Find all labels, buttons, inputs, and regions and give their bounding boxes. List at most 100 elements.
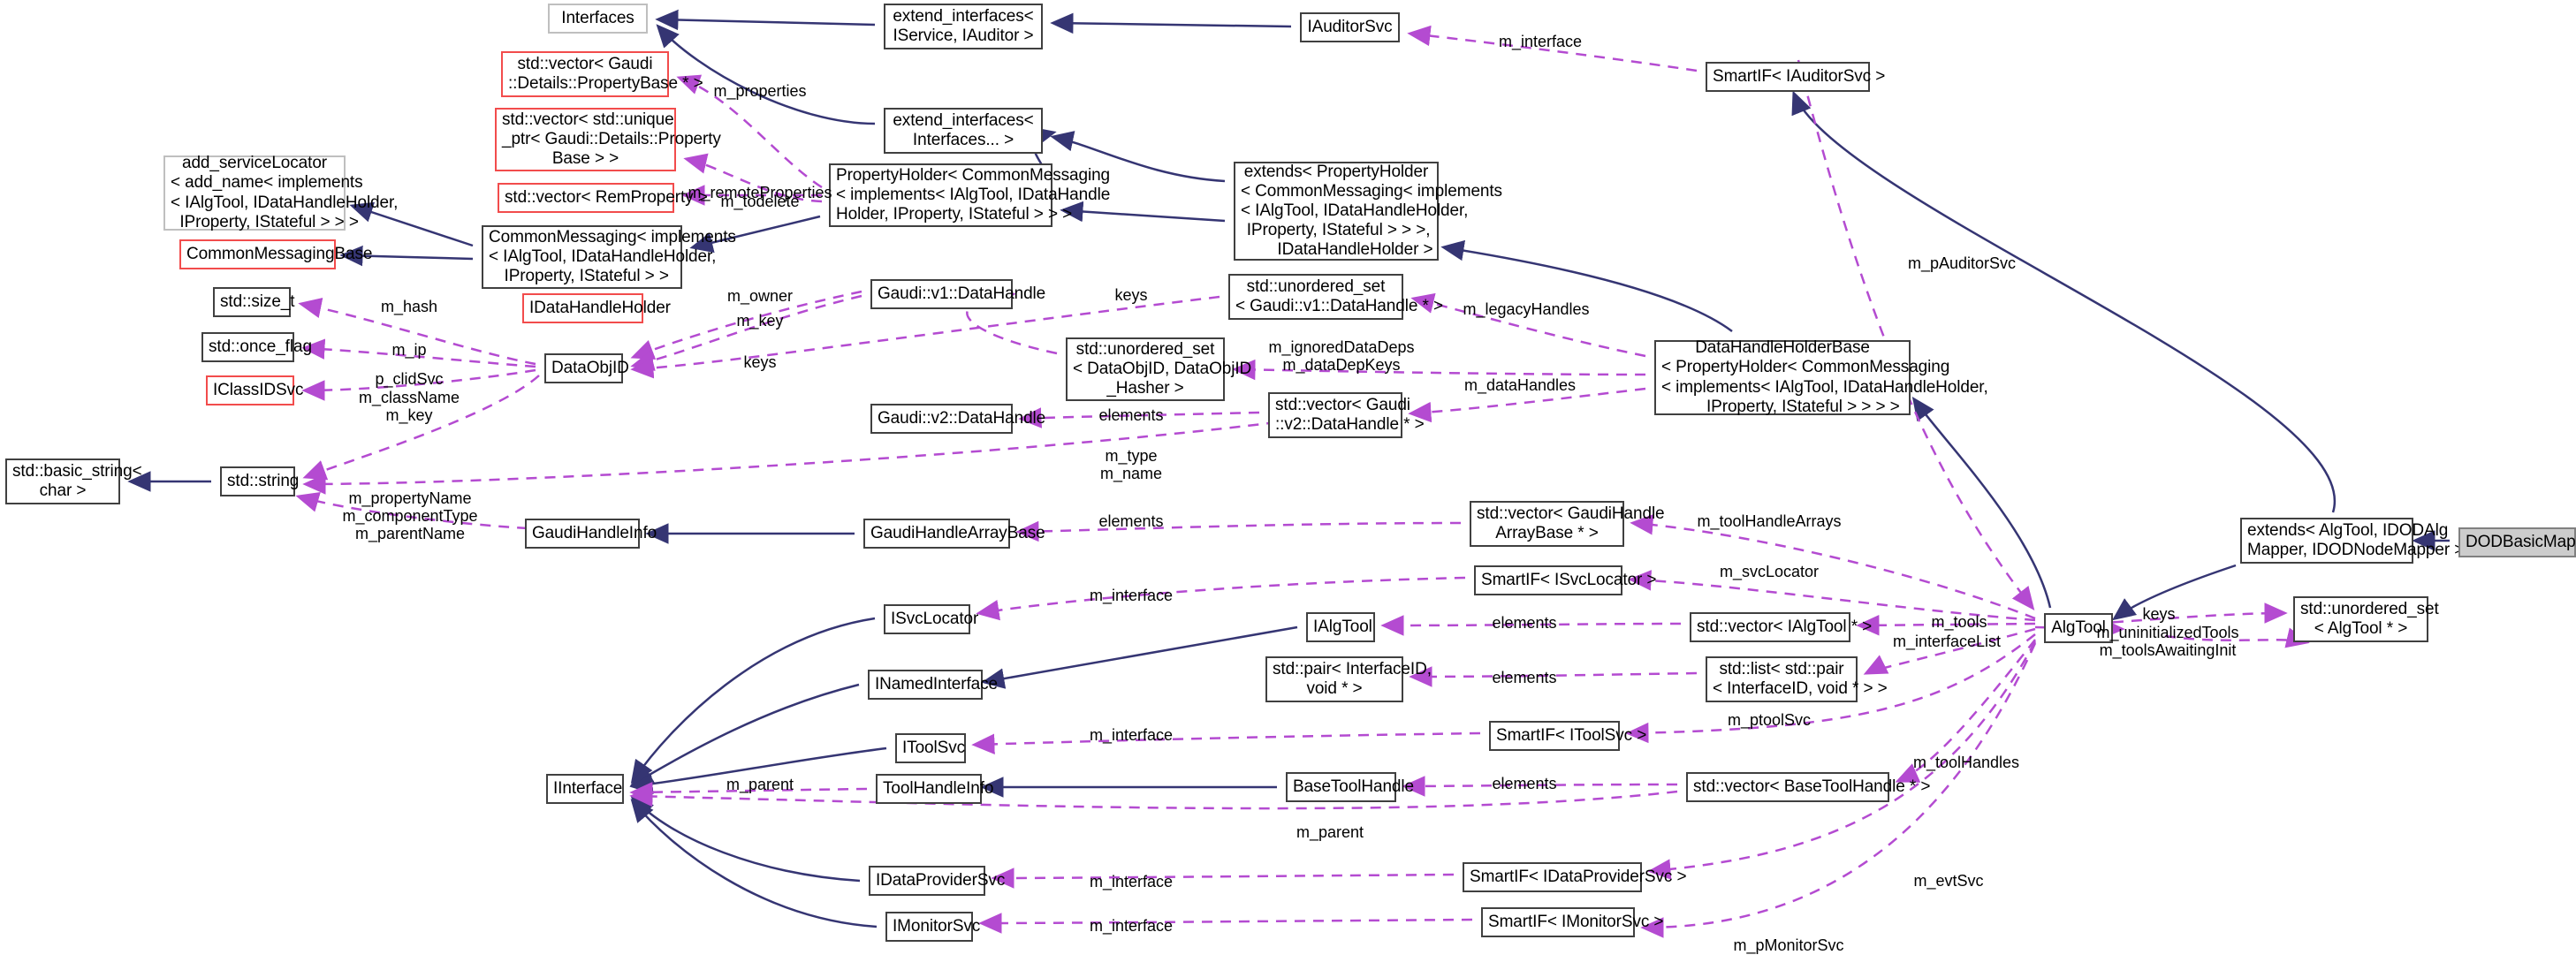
class-node-vec_ialgtool[interactable]: std::vector< IAlgTool * > [1690,612,1872,642]
class-node-extend_iservice[interactable]: extend_interfaces< IService, IAuditor > [884,4,1043,49]
class-node-label: IClassIDSvc [213,380,304,399]
class-node-smartif_isvclocator[interactable]: SmartIF< ISvcLocator > [1474,565,1657,595]
class-node-iclassidsvc[interactable]: IClassIDSvc [206,375,304,405]
class-node-basetoolhandle[interactable]: BaseToolHandle [1286,772,1414,802]
class-node-add_servicelocator[interactable]: add_serviceLocator < add_name< implement… [163,154,398,231]
class-node-label: extend_interfaces< IService, IAuditor > [893,6,1034,45]
class-node-label: std::vector< Gaudi ::v2::DataHandle * > [1275,395,1425,434]
edge-label-m_evtSvc: m_evtSvc [1913,872,1984,890]
class-node-label: std::unordered_set < DataObjID, DataObjI… [1073,339,1252,398]
class-node-label: CommonMessagingBase [186,244,373,263]
class-node-inamedinterface[interactable]: INamedInterface [868,670,998,700]
class-node-std_size_t[interactable]: std::size_t [213,287,295,317]
edge-label-m_pAuditorSvc: m_pAuditorSvc [1907,254,2017,272]
edge-label-m_legacyHandles: m_legacyHandles [1463,300,1590,318]
class-node-std_basic_string[interactable]: std::basic_string< char > [5,458,142,504]
class-node-label: SmartIF< IDataProviderSvc > [1470,867,1687,886]
edge-label-m_hash: m_hash [380,298,438,315]
class-node-label: GaudiHandleArrayBase [870,523,1045,542]
class-node-list_pair_interfaceid[interactable]: std::list< std::pair < InterfaceID, void… [1706,656,1888,702]
class-node-label: std::vector< GaudiHandle ArrayBase * > [1477,504,1665,542]
edge-label-m_properties: m_properties [713,82,807,100]
class-node-smartif_imonitorsvc[interactable]: SmartIF< IMonitorSvc > [1481,907,1664,937]
edge-label-m_interface_svcloc: m_interface [1089,587,1174,604]
class-node-extend_generic[interactable]: extend_interfaces< Interfaces... > [884,108,1043,154]
class-node-smartif_itoolsvc[interactable]: SmartIF< IToolSvc > [1489,721,1646,751]
edge-label-m_owner: m_owner [726,287,794,305]
class-node-gaudihandlearraybase[interactable]: GaudiHandleArrayBase [863,519,1045,549]
edge-label-m_interfaceList: m_interfaceList [1892,633,2002,650]
class-node-label: PropertyHolder< CommonMessaging < implem… [836,165,1111,224]
class-node-toolhandleinfo[interactable]: ToolHandleInfo [876,774,993,804]
class-node-std_string[interactable]: std::string [220,466,299,496]
class-node-ialgtool[interactable]: IAlgTool [1306,612,1375,642]
class-node-dodbasicmapper[interactable]: DODBasicMapper [2458,527,2576,557]
class-node-label: extends< PropertyHolder < CommonMessagin… [1241,162,1502,260]
class-node-vec_propbase_ptr[interactable]: std::vector< Gaudi ::Details::PropertyBa… [501,51,703,97]
class-node-idataprovidersvc[interactable]: IDataProviderSvc [869,866,1006,896]
edge-label-p_clidSvc: p_clidSvc [375,370,444,388]
edge-label-elements_ialgtool: elements [1492,614,1557,632]
class-node-label: std::unordered_set < AlgTool * > [2300,599,2439,638]
inheritance-edge [630,795,861,883]
class-node-itoolsvc[interactable]: IToolSvc [895,733,966,763]
class-node-interfaces[interactable]: Interfaces [548,4,648,34]
edge-label-keys_algtool: keys [2142,605,2176,623]
edge-label-m_ptoolSvc: m_ptoolSvc [1727,711,1812,729]
class-node-unordered_dataobjid[interactable]: std::unordered_set < DataObjID, DataObjI… [1066,337,1252,401]
class-node-label: CommonMessaging< implements < IAlgTool, … [489,227,736,286]
class-node-label: IMonitorSvc [893,916,981,936]
class-node-smartif_iauditorsvc[interactable]: SmartIF< IAuditorSvc > [1706,62,1885,92]
inheritance-edge [1911,396,2052,609]
class-node-gaudihandleinfo[interactable]: GaudiHandleInfo [525,519,657,549]
class-node-extends_propertyholder[interactable]: extends< PropertyHolder < CommonMessagin… [1234,162,1502,261]
class-node-idatahandleholder[interactable]: IDataHandleHolder [522,293,671,323]
class-node-vec_unique_propbase[interactable]: std::vector< std::unique _ptr< Gaudi::De… [495,108,721,171]
inheritance-edge [655,9,876,31]
inheritance-edge [629,683,860,786]
class-node-iauditorsvc[interactable]: IAuditorSvc [1300,12,1400,42]
class-node-label: IDataProviderSvc [876,870,1006,890]
edge-label-m_uninitializedTools: m_uninitializedTools m_toolsAwaitingInit [2096,624,2239,660]
edge-label-keys_v1handle: keys [1114,286,1148,304]
class-node-label: IDataHandleHolder [529,298,671,317]
inheritance-edge [1440,239,1733,333]
class-node-label: DataHandleHolderBase < PropertyHolder< C… [1661,338,1988,416]
edge-label-m_key: m_key [736,312,784,330]
edge-label-m_interface_monitor: m_interface [1089,917,1174,935]
class-node-label: SmartIF< ISvcLocator > [1481,570,1657,589]
edge-label-elements_v2: elements [1098,406,1164,424]
class-node-isvclocator[interactable]: ISvcLocator [884,604,978,634]
class-node-smartif_idataprovider[interactable]: SmartIF< IDataProviderSvc > [1463,862,1687,892]
class-node-label: std::once_flag [209,337,312,356]
class-node-vec_remproperty[interactable]: std::vector< RemProperty > [498,183,708,213]
class-node-iinterface[interactable]: IInterface [546,774,624,804]
class-node-label: GaudiHandleInfo [532,523,657,542]
class-node-propertyholder[interactable]: PropertyHolder< CommonMessaging < implem… [829,163,1111,227]
class-node-unordered_v1_handle[interactable]: std::unordered_set < Gaudi::v1::DataHand… [1228,274,1443,320]
class-node-commonmessaging[interactable]: CommonMessaging< implements < IAlgTool, … [482,225,736,289]
class-node-gaudi_v1_datahandle[interactable]: Gaudi::v1::DataHandle [870,279,1045,309]
inheritance-edge [1050,12,1292,34]
class-node-vec_basetoolhandle[interactable]: std::vector< BaseToolHandle * > [1686,772,1931,802]
class-node-commonmessagingbase[interactable]: CommonMessagingBase [179,239,373,269]
class-node-pair_interfaceid[interactable]: std::pair< InterfaceID, void * > [1265,656,1432,702]
class-node-imonitorsvc[interactable]: IMonitorSvc [885,912,981,942]
inheritance-edge [1791,90,2337,513]
class-node-label: IInterface [553,778,623,798]
edge-label-m_propertyName: m_propertyName m_componentType m_parentN… [342,489,478,543]
class-node-extends_algtool[interactable]: extends< AlgTool, IDODAlg Mapper, IDODNo… [2240,518,2464,564]
class-node-std_once_flag[interactable]: std::once_flag [201,332,312,362]
class-node-vec_v2_handle[interactable]: std::vector< Gaudi ::v2::DataHandle * > [1268,392,1425,438]
class-node-unordered_algtool[interactable]: std::unordered_set < AlgTool * > [2293,596,2439,642]
class-node-label: Gaudi::v2::DataHandle [878,408,1046,428]
class-node-label: std::vector< BaseToolHandle * > [1693,777,1931,796]
class-node-vec_gaudihandlearray[interactable]: std::vector< GaudiHandle ArrayBase * > [1470,501,1665,547]
class-node-dataobjid[interactable]: DataObjID [544,353,629,383]
edge-label-m_parent_iinterface: m_parent [726,776,794,793]
class-node-label: extend_interfaces< Interfaces... > [893,110,1034,149]
class-node-gaudi_v2_datahandle[interactable]: Gaudi::v2::DataHandle [870,404,1046,434]
class-node-datahandleholderbase[interactable]: DataHandleHolderBase < PropertyHolder< C… [1654,338,1988,416]
edge-label-m_dataHandles: m_dataHandles [1463,376,1577,394]
